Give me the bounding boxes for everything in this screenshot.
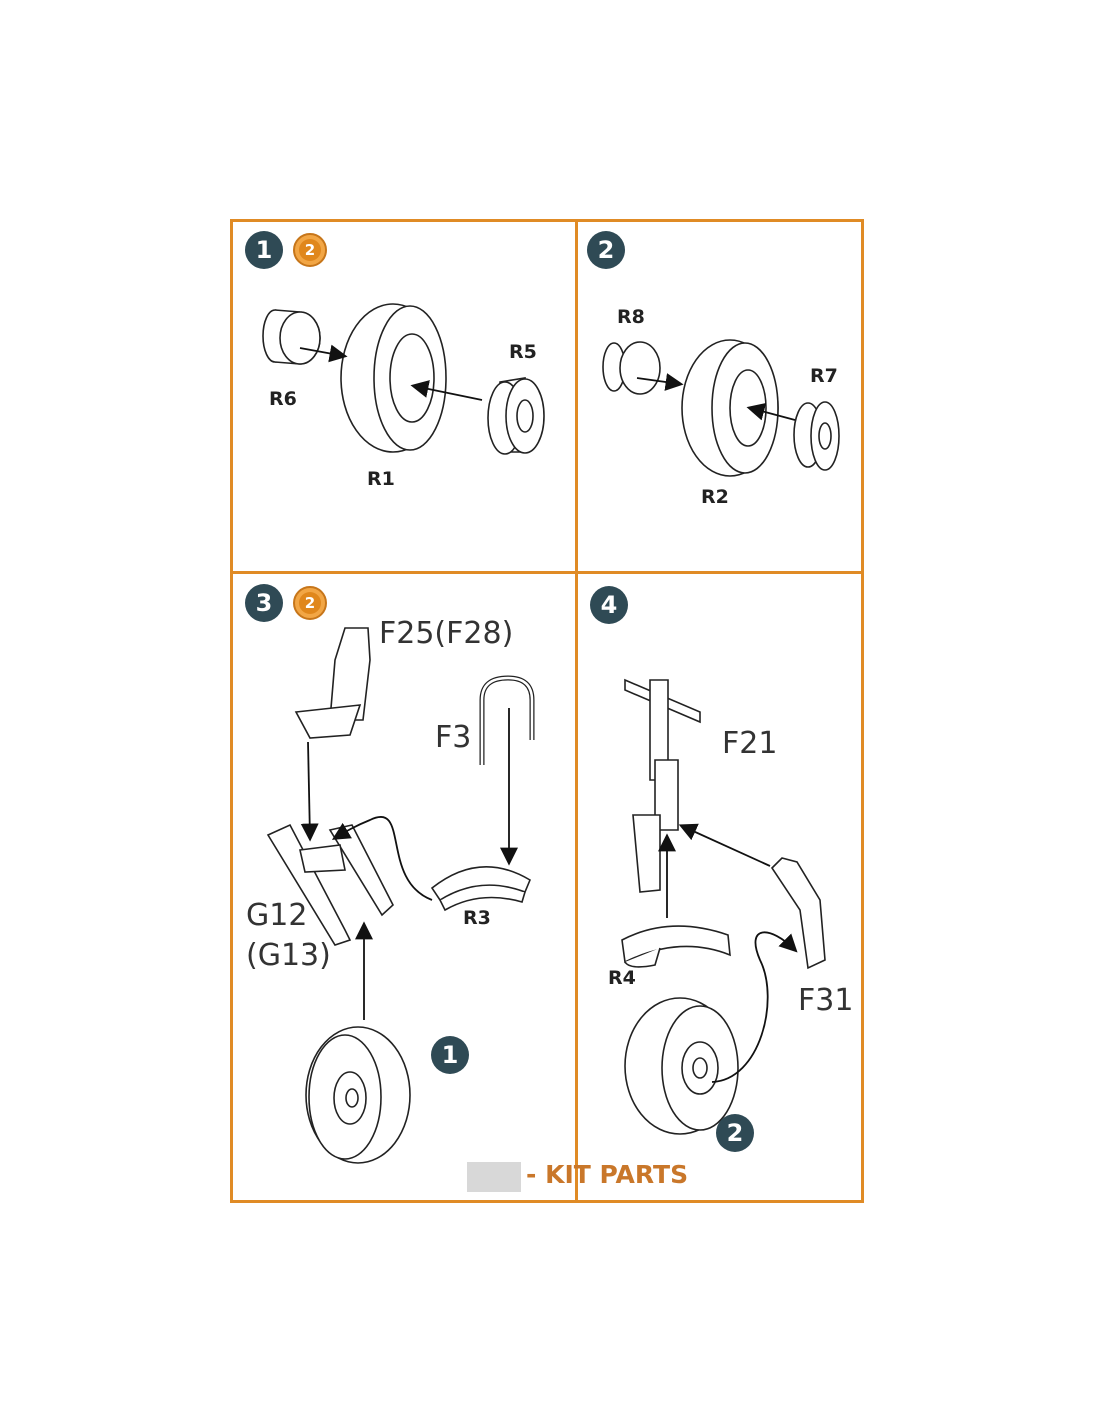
part-g12-fork [266, 823, 394, 946]
label-f25: F25(F28) [379, 616, 514, 651]
part-r3-mudguard [430, 865, 532, 912]
panel-divider-horizontal [230, 571, 864, 574]
part-r7-hub [793, 401, 840, 471]
label-g12: G12 [246, 898, 308, 933]
step-2-badge: 2 [587, 231, 625, 269]
label-r8: R8 [617, 306, 645, 328]
panel-divider-vertical-top [575, 219, 578, 573]
label-f31: F31 [798, 983, 854, 1018]
kit-parts-legend: - KIT PARTS [526, 1160, 689, 1189]
part-f3-bracket [479, 675, 535, 765]
part-r8-hubcap [602, 341, 661, 395]
part-f21-oleo [624, 678, 701, 893]
label-r1: R1 [367, 468, 395, 490]
step-1-badge: 1 [245, 231, 283, 269]
part-f31-torque-link [770, 857, 826, 970]
step-1-ref-number: 2 [299, 239, 321, 261]
subassembly-marker-2: 2 [716, 1114, 754, 1152]
step-3-ref-badge: 2 [293, 586, 327, 620]
step-3-ref-number: 2 [299, 592, 321, 614]
subassembly-wheel-2 [624, 997, 739, 1135]
part-r1-wheel [340, 303, 447, 453]
subassembly-wheel-1 [305, 1026, 411, 1164]
step-4-badge: 4 [590, 586, 628, 624]
label-r4: R4 [608, 967, 636, 989]
part-r4-mudguard [621, 925, 731, 968]
subassembly-marker-1: 1 [431, 1036, 469, 1074]
part-f25-strut [294, 627, 371, 739]
label-r2: R2 [701, 486, 729, 508]
label-f3: F3 [435, 720, 472, 755]
step-1-ref-badge: 2 [293, 233, 327, 267]
part-r6-hubcap [262, 309, 321, 365]
step-3-badge: 3 [245, 584, 283, 622]
label-r5: R5 [509, 341, 537, 363]
label-g13: (G13) [246, 938, 331, 973]
part-r5-hub [487, 377, 545, 455]
label-r3: R3 [463, 907, 491, 929]
label-r7: R7 [810, 365, 838, 387]
label-r6: R6 [269, 388, 297, 410]
panel-divider-vertical-bottom [575, 571, 578, 1203]
label-f21: F21 [722, 726, 778, 761]
instruction-frame [230, 219, 864, 1203]
part-r2-wheel [681, 339, 779, 477]
kit-parts-swatch [467, 1162, 521, 1192]
